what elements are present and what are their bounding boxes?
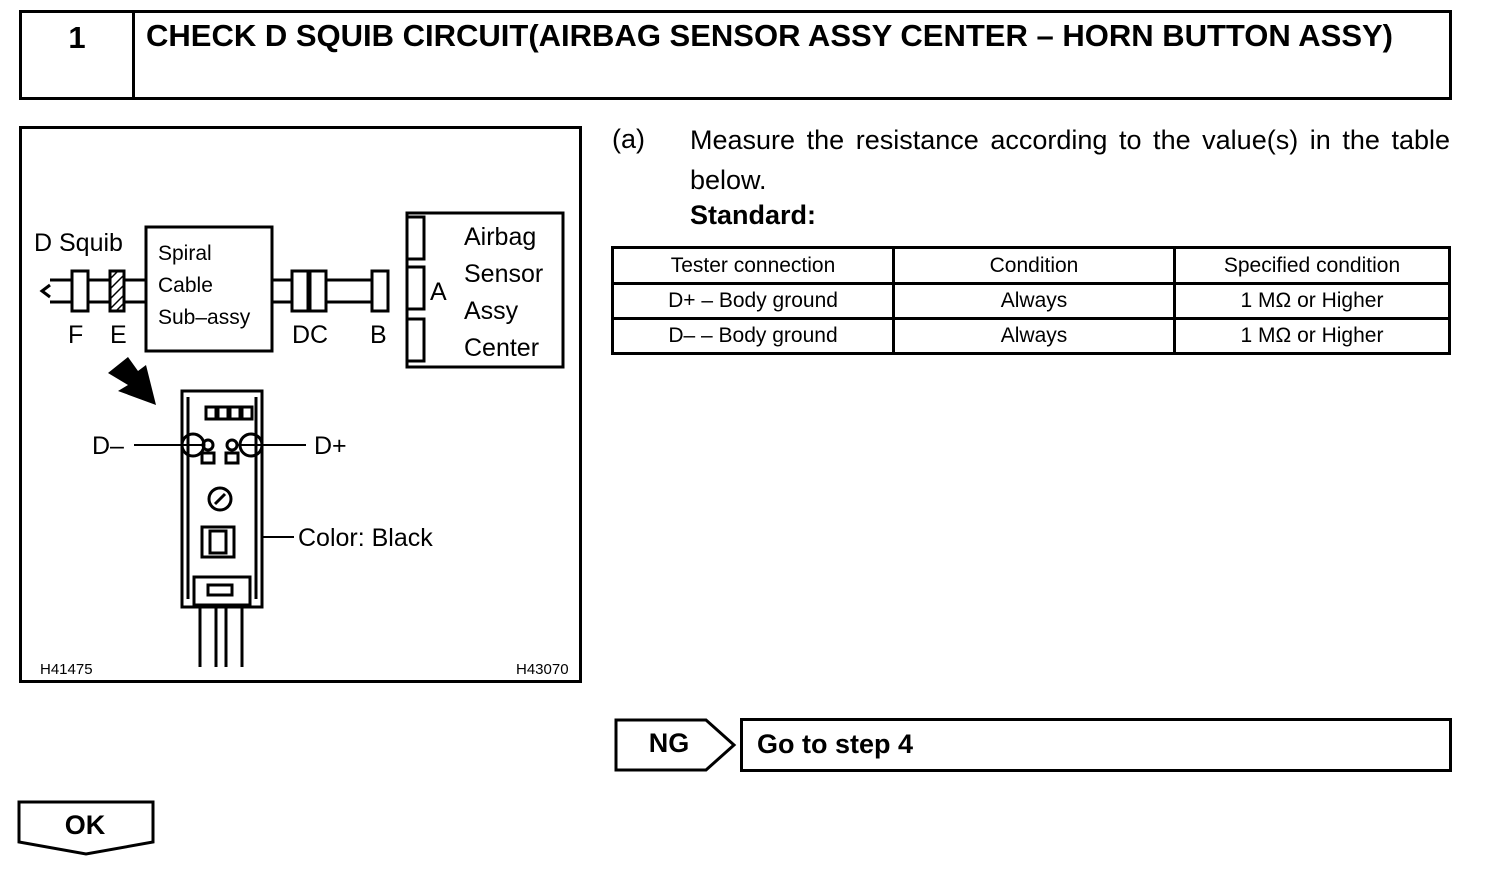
ng-arrow-box [614, 718, 737, 772]
label-airbag-2: Sensor [464, 260, 544, 288]
label-airbag-3: Assy [464, 297, 519, 325]
ok-label: OK [64, 810, 106, 840]
step-title: CHECK D SQUIB CIRCUIT(AIRBAG SENSOR ASSY… [146, 18, 1393, 53]
wiring-diagram: D Squib Spiral Cable Sub–assy Airbag Sen… [19, 126, 582, 683]
label-connector-f: F [68, 321, 84, 349]
table-cell: D+ – Body ground [611, 282, 895, 320]
column-header: Condition [892, 246, 1176, 285]
column-header: Tester connection [611, 246, 895, 285]
label-airbag-1: Airbag [464, 223, 537, 251]
label-airbag-4: Center [464, 334, 540, 362]
table-cell: D– – Body ground [611, 317, 895, 355]
ng-action-box: Go to step 4 [740, 718, 1452, 772]
standard-heading: Standard: [690, 200, 817, 230]
ng-action-text: Go to step 4 [757, 729, 914, 759]
label-spiral-3: Sub–assy [158, 306, 251, 329]
figure-code-left: H41475 [40, 661, 93, 678]
label-connector-e: E [110, 321, 127, 349]
table-row: D– – Body ground Always 1 MΩ or Higher [611, 317, 1451, 355]
step-letter: (a) [612, 124, 645, 154]
label-connector-a: A [430, 278, 447, 306]
label-connector-b: B [370, 321, 387, 349]
arrow-icon [108, 357, 156, 405]
label-spiral-1: Spiral [158, 242, 212, 265]
table-cell: 1 MΩ or Higher [1173, 317, 1451, 355]
table-cell: 1 MΩ or Higher [1173, 282, 1451, 320]
label-connector-dc: DC [292, 321, 329, 349]
step-instruction: Measure the resistance according to the … [690, 125, 1450, 195]
table-row: D+ – Body ground Always 1 MΩ or Higher [611, 282, 1451, 320]
resistance-table: Tester connection Condition Specified co… [611, 246, 1451, 355]
figure-code-right: H43070 [516, 661, 569, 678]
ok-arrow-box [17, 800, 155, 856]
label-d-squib: D Squib [34, 229, 123, 257]
diagram-drawing [39, 211, 565, 667]
step-number: 1 [22, 13, 135, 97]
label-d-minus: D– [92, 432, 124, 460]
label-d-plus: D+ [314, 432, 347, 460]
table-cell: Always [892, 282, 1176, 320]
column-header: Specified condition [1173, 246, 1451, 285]
table-header-row: Tester connection Condition Specified co… [611, 246, 1451, 285]
label-color: Color: Black [298, 524, 433, 552]
ng-label: NG [648, 728, 690, 758]
step-header: 1 CHECK D SQUIB CIRCUIT(AIRBAG SENSOR AS… [19, 10, 1452, 100]
table-cell: Always [892, 317, 1176, 355]
label-spiral-2: Cable [158, 274, 213, 297]
